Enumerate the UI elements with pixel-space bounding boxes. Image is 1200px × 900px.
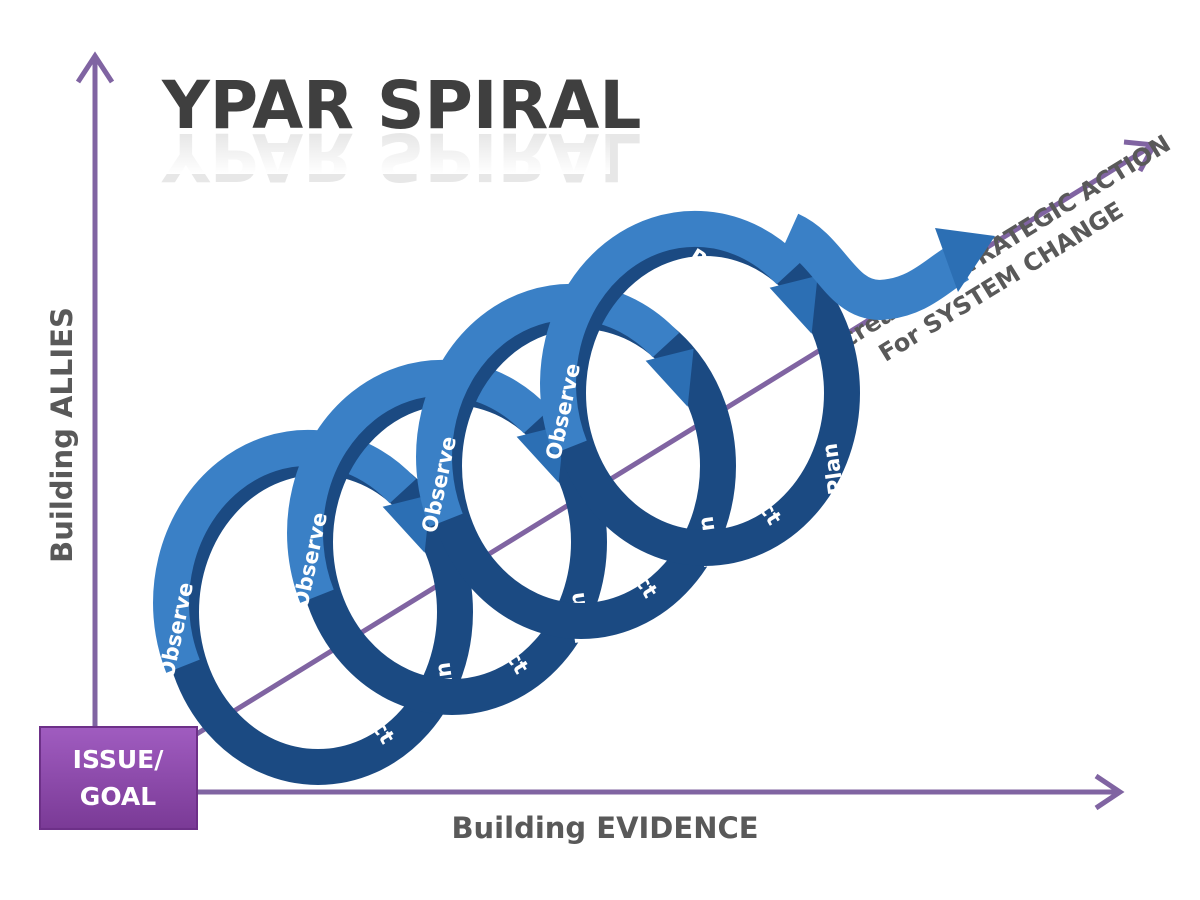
spiral-exit-arrow [780, 213, 995, 321]
ribbon-arrowhead [645, 348, 694, 407]
y-axis [75, 51, 115, 735]
ribbon-front [287, 359, 551, 603]
issue-goal-line1: ISSUE/ [73, 745, 165, 774]
ribbon-arrowhead [769, 275, 818, 334]
ribbon-arrowhead [382, 494, 431, 553]
y-axis-arrowhead [75, 51, 115, 84]
issue-goal-box: ISSUE/ GOAL [39, 726, 198, 830]
exit-arrowhead [935, 228, 995, 292]
x-axis-label: Building EVIDENCE [451, 811, 758, 845]
x-axis-arrowhead [1094, 773, 1125, 811]
reflection-fade [150, 134, 610, 174]
diagram-title: YPAR SPIRAL [161, 67, 641, 144]
diagonal-label-line1: Increasing STRATEGIC ACTION [813, 129, 1175, 367]
diagonal-arrowhead [1123, 139, 1158, 173]
exit-ribbon [780, 213, 970, 321]
issue-goal-line2: GOAL [80, 782, 156, 811]
ribbon-front [540, 210, 804, 454]
diagonal-label: Increasing STRATEGIC ACTION For SYSTEM C… [813, 129, 1175, 367]
x-axis [195, 773, 1125, 811]
ribbon-front [416, 283, 680, 527]
ypar-spiral: ObserveReflectPlanActObserveReflectPlanA… [153, 210, 995, 785]
y-axis-label: Building ALLIES [45, 307, 79, 563]
